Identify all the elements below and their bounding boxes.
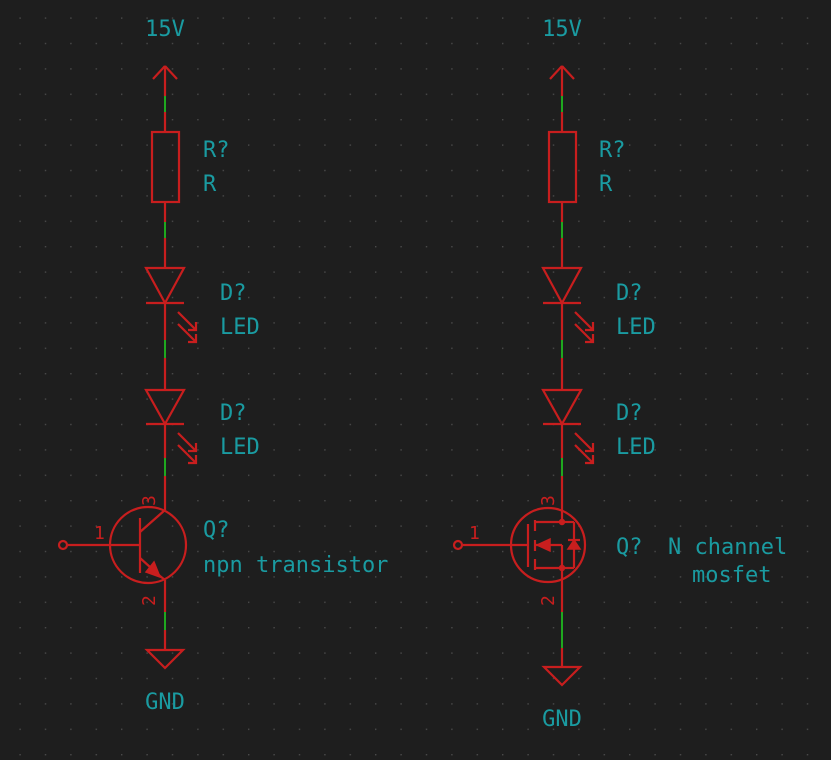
left-npn-value: npn transistor <box>203 553 388 578</box>
left-led2-ref: D? <box>220 401 247 426</box>
right-nmos-transistor-symbol[interactable] <box>452 476 587 612</box>
left-circuit: 15V R? R D? LED <box>57 17 388 715</box>
left-power-arrow-symbol[interactable] <box>152 65 178 96</box>
right-nmos-pin-drain: 3 <box>538 495 559 506</box>
left-led1-ref: D? <box>220 281 247 306</box>
right-nmos-value-line2: mosfet <box>692 563 771 588</box>
right-led2-symbol[interactable] <box>541 388 595 465</box>
left-led1-symbol[interactable] <box>144 266 198 344</box>
left-led2-value: LED <box>220 435 260 460</box>
left-npn-transistor-symbol[interactable] <box>57 476 188 612</box>
left-resistor-value: R <box>203 172 217 197</box>
right-resistor-value: R <box>599 172 613 197</box>
right-power-label: 15V <box>542 17 582 42</box>
right-resistor-ref: R? <box>599 138 626 163</box>
right-nmos-pin-gate: 1 <box>469 523 480 544</box>
left-ground-symbol[interactable] <box>144 648 186 670</box>
left-npn-pin-emitter: 2 <box>139 595 160 606</box>
left-resistor-ref: R? <box>203 138 230 163</box>
right-led1-value: LED <box>616 315 656 340</box>
right-led2-value: LED <box>616 435 656 460</box>
right-ground-symbol[interactable] <box>541 665 583 687</box>
left-ground-label: GND <box>145 690 185 715</box>
left-npn-ref: Q? <box>203 518 230 543</box>
left-npn-pin-collector: 3 <box>139 495 160 506</box>
right-ground-label: GND <box>542 707 582 732</box>
right-led2-ref: D? <box>616 401 643 426</box>
right-nmos-ref: Q? <box>616 535 643 560</box>
right-nmos-pin-source: 2 <box>538 595 559 606</box>
left-npn-pin-base: 1 <box>94 523 105 544</box>
right-circuit: 15V R? R D? LED <box>452 17 787 732</box>
right-nmos-value-line1: N channel <box>668 535 787 560</box>
right-led1-ref: D? <box>616 281 643 306</box>
right-power-arrow-symbol[interactable] <box>549 65 575 96</box>
left-power-label: 15V <box>145 17 185 42</box>
left-led1-value: LED <box>220 315 260 340</box>
right-led1-symbol[interactable] <box>541 266 595 344</box>
